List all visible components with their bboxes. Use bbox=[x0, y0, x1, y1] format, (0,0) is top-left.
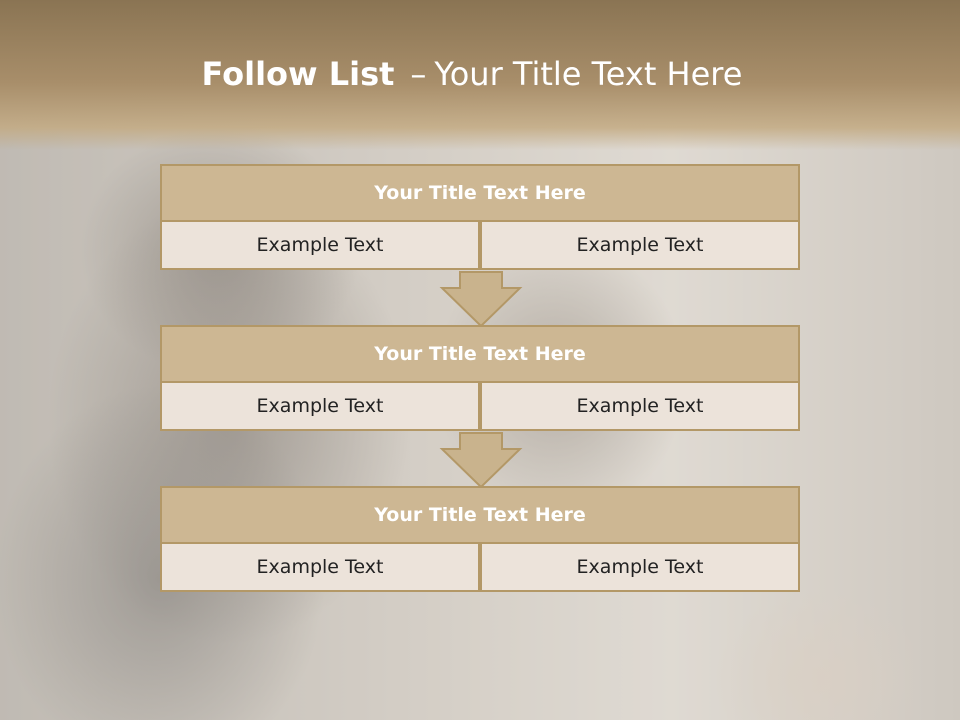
title-rest: Your Title Text Here bbox=[434, 55, 743, 93]
step-cell-right: Example Text bbox=[480, 220, 800, 270]
step-block-2: Your Title Text Here Example Text Exampl… bbox=[160, 325, 800, 433]
down-arrow-icon bbox=[439, 432, 523, 489]
step-cell-right: Example Text bbox=[480, 542, 800, 592]
slide-title: Follow List–Your Title Text Here bbox=[0, 52, 944, 96]
down-arrow-icon bbox=[439, 271, 523, 328]
step-title: Your Title Text Here bbox=[160, 486, 800, 544]
step-cell-left: Example Text bbox=[160, 220, 480, 270]
step-block-1: Your Title Text Here Example Text Exampl… bbox=[160, 164, 800, 272]
step-cell-right: Example Text bbox=[480, 381, 800, 431]
title-separator: – bbox=[410, 55, 427, 93]
title-bold: Follow List bbox=[201, 55, 395, 93]
step-cell-left: Example Text bbox=[160, 381, 480, 431]
step-cell-left: Example Text bbox=[160, 542, 480, 592]
step-title: Your Title Text Here bbox=[160, 325, 800, 383]
step-block-3: Your Title Text Here Example Text Exampl… bbox=[160, 486, 800, 594]
step-title: Your Title Text Here bbox=[160, 164, 800, 222]
header-band bbox=[0, 0, 960, 150]
